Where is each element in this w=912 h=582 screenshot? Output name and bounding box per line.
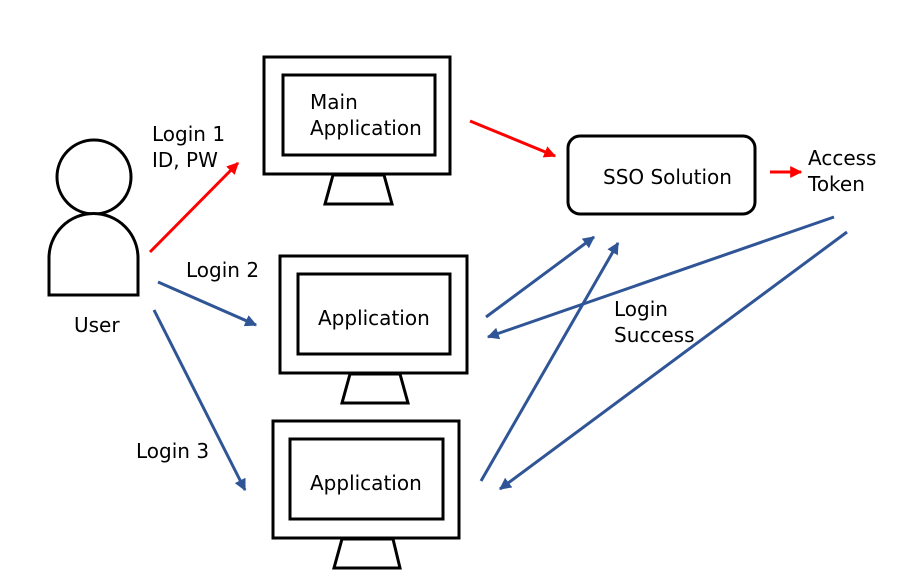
app3-monitor-stand [332, 537, 402, 570]
arrow-main-app-to-sso [469, 119, 557, 158]
arrow-app3-to-sso [479, 241, 620, 482]
main-monitor-stand [323, 173, 394, 206]
app2-label: Application [318, 306, 430, 330]
user-body [47, 212, 140, 297]
arrow-user-to-app2 [157, 280, 258, 327]
app2-monitor-screen [296, 272, 452, 356]
main-app-label-line2: Application [310, 116, 422, 140]
app3-monitor-screen [288, 437, 445, 521]
login1-label-line1: Login 1 [152, 122, 225, 146]
arrow-user-to-app3 [152, 309, 247, 492]
user-figure-icon [47, 138, 140, 297]
app2-monitor-stand [340, 372, 410, 405]
main-monitor-screen [281, 73, 437, 157]
login-success-label-line2: Success [614, 323, 695, 347]
app3-label: Application [310, 471, 422, 495]
arrow-user-to-main-app [148, 161, 240, 254]
access-token-label-line2: Token [807, 172, 865, 196]
user-head [55, 138, 133, 216]
arrow-token-to-app3 [499, 230, 848, 491]
sso-solution-box [566, 134, 757, 216]
login3-label: Login 3 [136, 439, 209, 463]
access-token-label-line1: Access [808, 146, 876, 170]
login-success-label-line1: Login [614, 297, 668, 321]
sso-solution-label: SSO Solution [603, 165, 732, 189]
main-app-label-line1: Main [310, 90, 358, 114]
main-application-monitor [262, 55, 452, 206]
application-3-monitor [271, 419, 461, 570]
arrow-token-to-app2 [486, 215, 835, 340]
application-2-monitor [278, 254, 469, 405]
arrow-app2-to-sso [485, 235, 595, 319]
user-label: User [74, 313, 120, 337]
login2-label: Login 2 [186, 258, 259, 282]
login1-label-line2: ID, PW [152, 148, 218, 172]
